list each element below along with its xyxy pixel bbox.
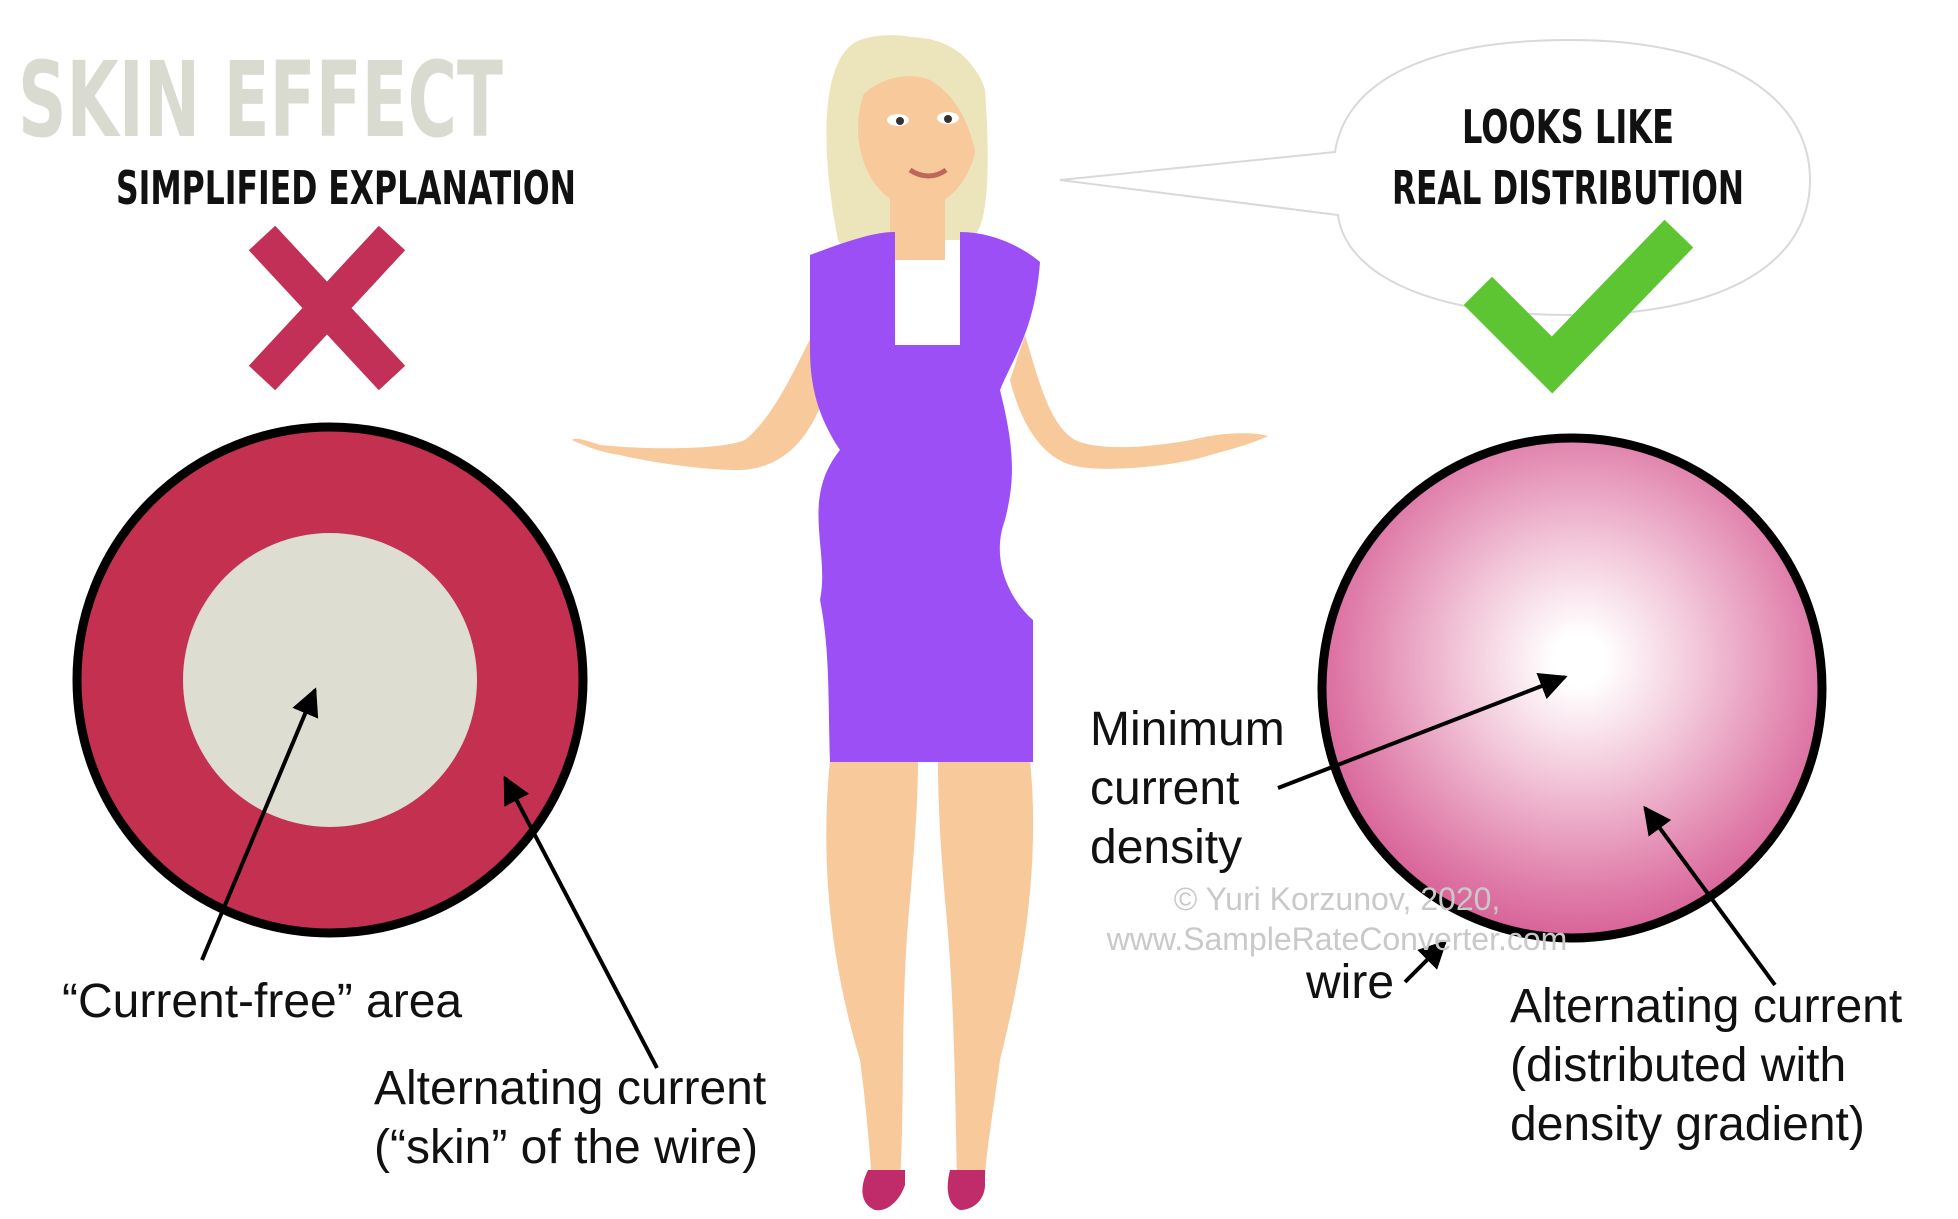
current-free-label: “Current-free” area: [62, 975, 462, 1028]
bubble-line2: REAL DISTRIBUTION: [1392, 161, 1744, 215]
watermark-line2: www.SampleRateConverter.com: [1106, 921, 1568, 957]
skin-label-line1: Alternating current: [374, 1062, 766, 1115]
minimum-label-line3: density: [1090, 821, 1242, 874]
left-wire-cross-section: [72, 422, 588, 938]
arrow-skin: [503, 775, 659, 1069]
cross-icon: [248, 225, 406, 391]
speech-bubble: [1059, 38, 1812, 317]
minimum-label-line1: Minimum: [1090, 703, 1285, 756]
arrow-current-free: [200, 687, 319, 961]
arrow-gradient: [1643, 805, 1777, 987]
checkmark-icon: [1463, 219, 1694, 394]
wire-label: wire: [1305, 956, 1394, 1009]
purple-dress: [810, 232, 1040, 762]
skin-label-line2: (“skin” of the wire): [374, 1121, 758, 1174]
page-subtitle: SIMPLIFIED EXPLANATION: [116, 161, 576, 215]
current-free-core: [183, 533, 477, 827]
arrow-minimum-density: [1277, 673, 1568, 790]
gradient-label-line3: density gradient): [1510, 1098, 1865, 1151]
right-wire-cross-section: [1317, 433, 1827, 943]
minimum-label-line2: current: [1090, 762, 1239, 815]
arrow-wire: [1403, 940, 1447, 984]
woman-illustration: [572, 35, 1268, 1211]
gradient-label-line1: Alternating current: [1510, 980, 1902, 1033]
watermark-line1: © Yuri Korzunov, 2020,: [1174, 881, 1501, 917]
bubble-line1: LOOKS LIKE: [1462, 100, 1674, 154]
gradient-label-line2: (distributed with: [1510, 1039, 1846, 1092]
page-title: SKIN EFFECT: [18, 39, 503, 161]
